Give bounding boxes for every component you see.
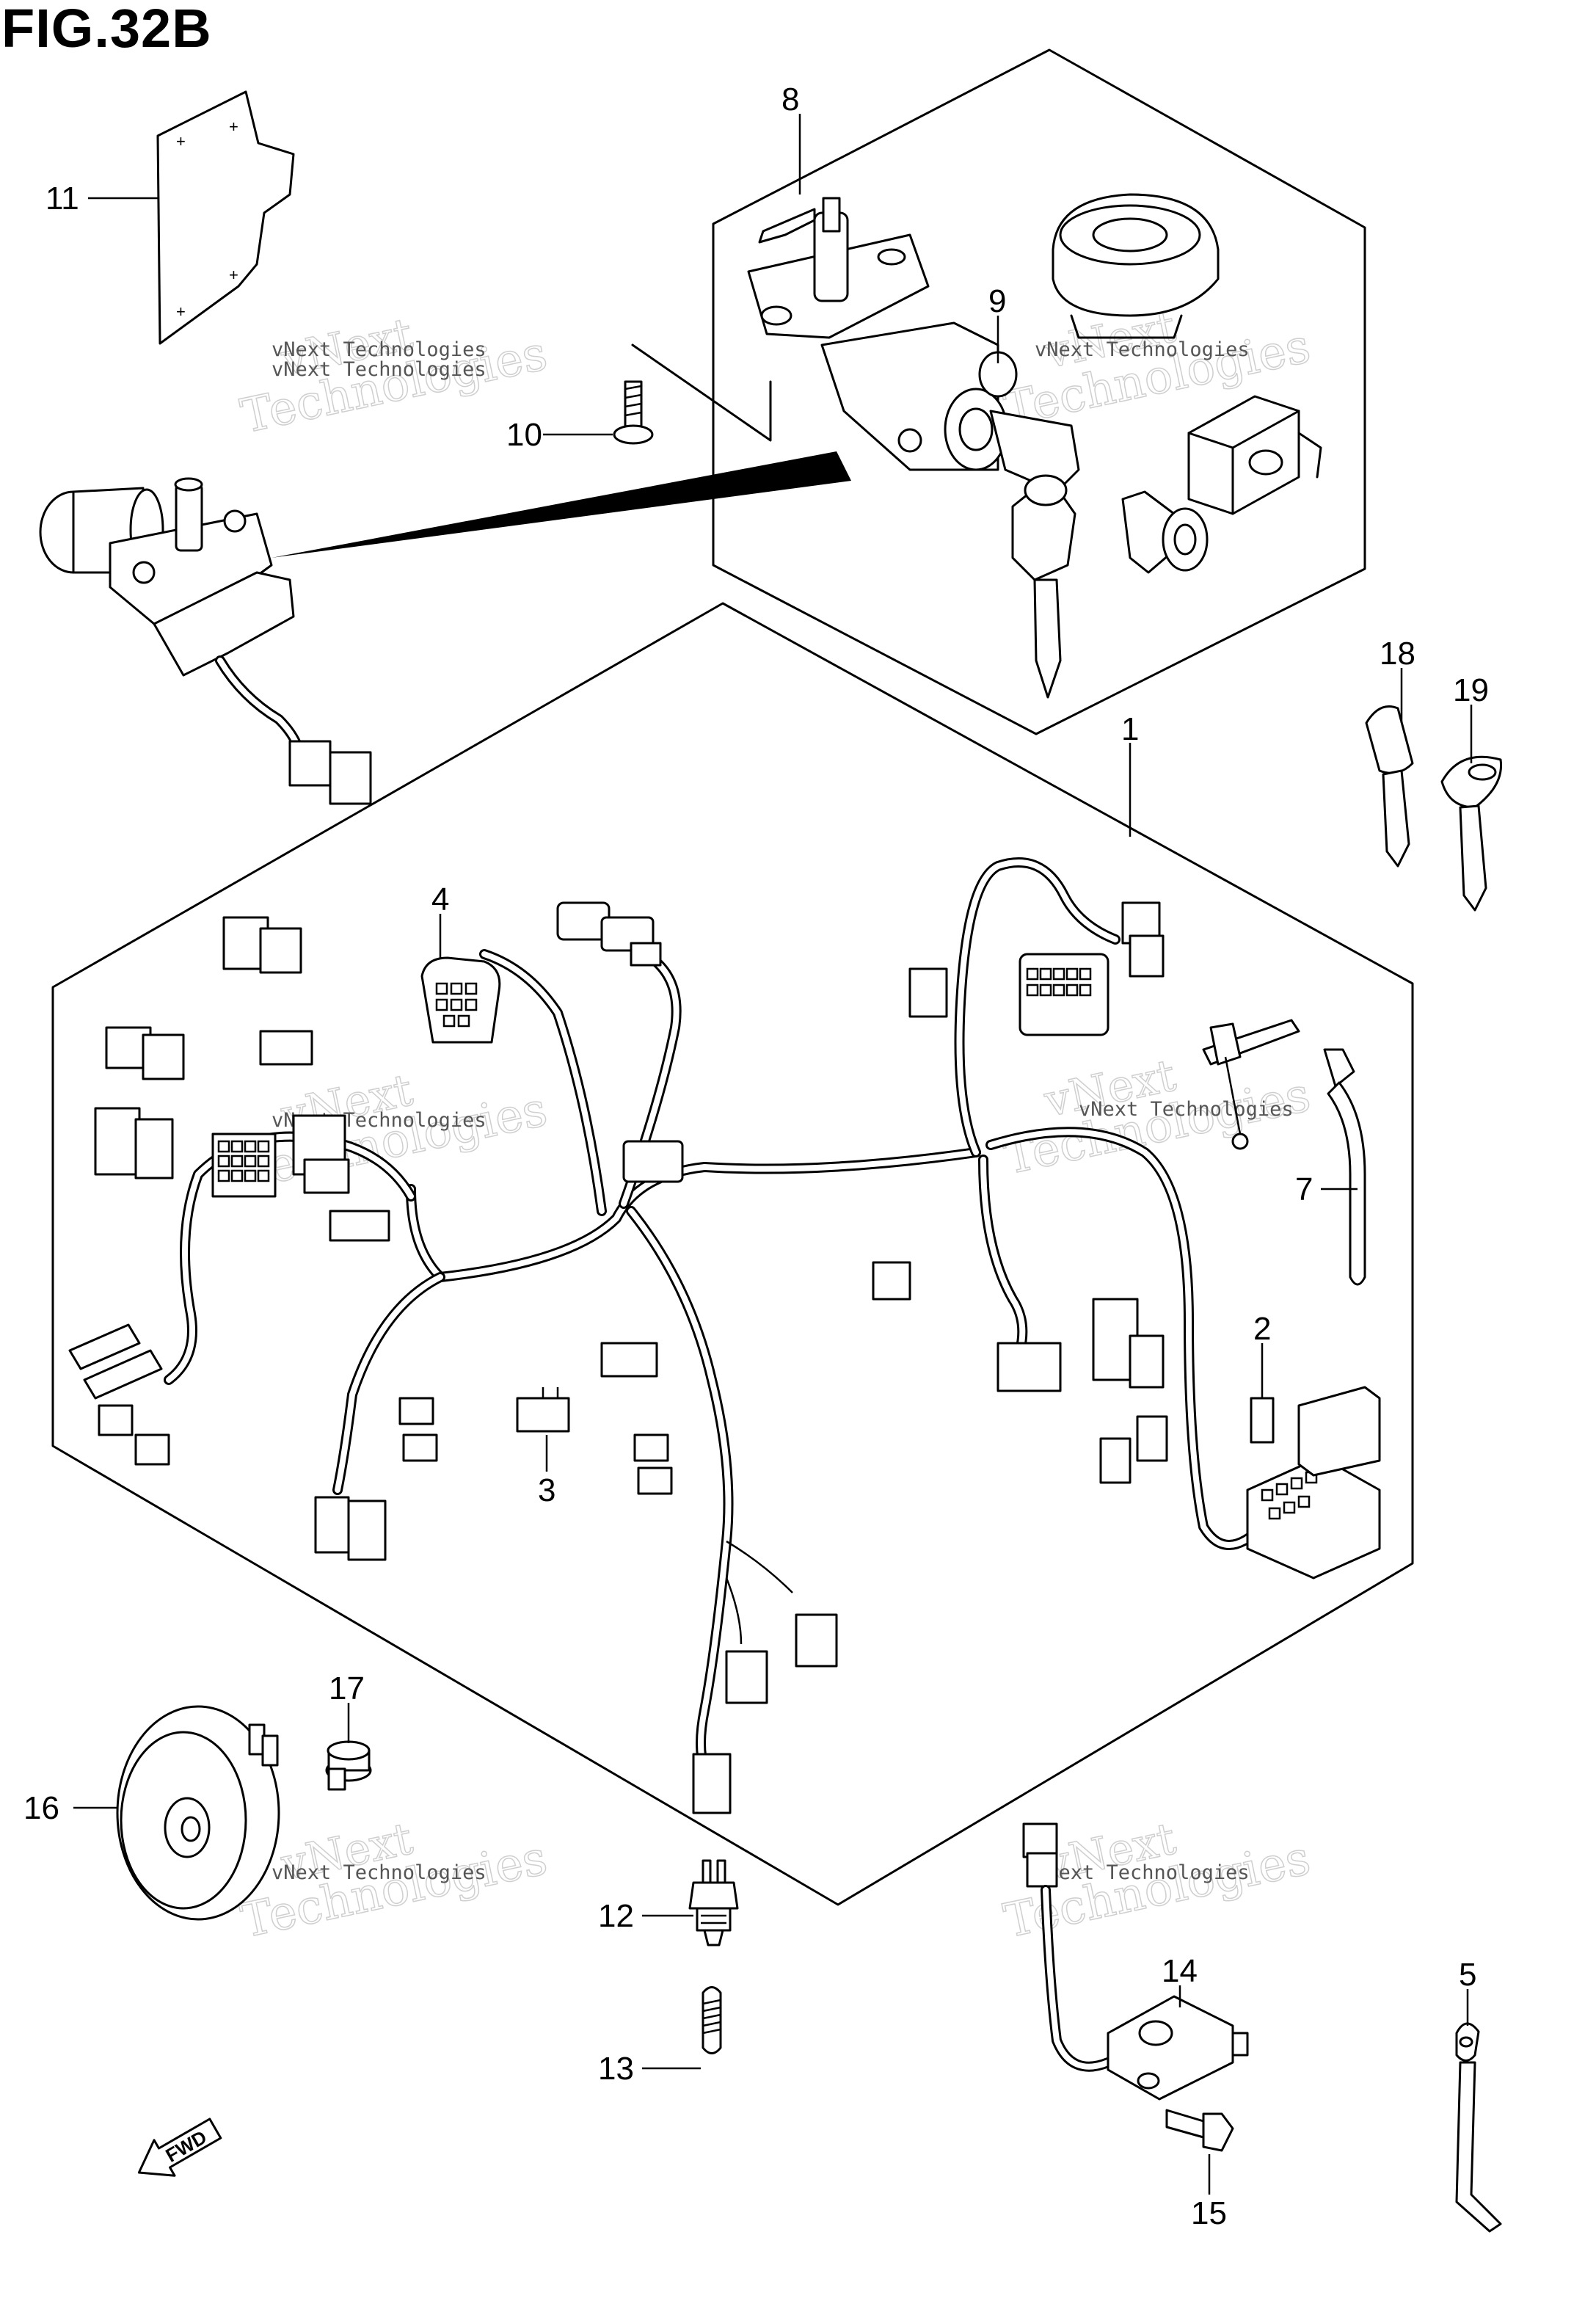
watermark-small: vNext Technologies <box>272 338 487 361</box>
watermark-small: vNext Technologies <box>272 358 487 381</box>
harness-wires <box>164 857 1267 1774</box>
callout-19: 19 <box>1453 672 1489 708</box>
watermark-small: vNext Technologies <box>1035 338 1250 361</box>
callout-16: 16 <box>23 1790 59 1826</box>
ignition-switch-part-8 <box>747 197 1080 699</box>
callout-18: 18 <box>1380 636 1415 672</box>
callout-8: 8 <box>781 81 799 117</box>
callout-numbers: 8 9 11 10 1 18 19 4 2 7 3 17 16 12 13 14… <box>23 81 1489 2231</box>
figure-title: FIG.32B <box>1 0 212 59</box>
harness-connectors <box>68 901 1168 1814</box>
bolt-part-15 <box>1165 2109 1234 2152</box>
callout-3: 3 <box>538 1472 555 1508</box>
switch-part-12 <box>688 1859 739 1946</box>
fwd-arrow: FWD <box>137 2117 222 2177</box>
callout-12: 12 <box>598 1898 634 1934</box>
svg-text:+: + <box>229 266 238 284</box>
callout-1: 1 <box>1121 711 1139 747</box>
lock-set-outline <box>712 48 1366 735</box>
fuel-cap-lock <box>1052 193 1220 339</box>
watermark-small: vNext Technologies <box>272 1861 487 1884</box>
clamp <box>1202 1019 1300 1150</box>
strap-part-5 <box>1455 2022 1502 2233</box>
watermark-small: vNext Technologies <box>1079 1098 1294 1121</box>
pointer-wedge <box>272 451 851 558</box>
svg-text:+: + <box>176 302 186 321</box>
svg-text:+: + <box>176 132 186 150</box>
sensor-part-14 <box>1022 1822 1249 2101</box>
callout-10: 10 <box>506 417 542 453</box>
callout-14: 14 <box>1162 1953 1198 1989</box>
svg-text:+: + <box>229 117 238 136</box>
callout-5: 5 <box>1459 1957 1476 1993</box>
plate-part-11: + + + + <box>156 90 295 345</box>
fuse-box-part-2 <box>1246 1386 1381 1579</box>
callout-15: 15 <box>1191 2195 1227 2231</box>
watermark-small: vNext Technologies <box>1035 1861 1250 1884</box>
leader-lines <box>73 114 1473 2195</box>
callout-7: 7 <box>1295 1171 1313 1207</box>
callout-2: 2 <box>1253 1311 1271 1347</box>
screw-part-10 <box>613 380 654 445</box>
helmet-lock <box>1121 490 1209 574</box>
horn-part-16 <box>116 1705 280 1921</box>
callout-4: 4 <box>431 881 449 917</box>
callout-13: 13 <box>598 2051 634 2087</box>
callout-9: 9 <box>988 283 1006 319</box>
callout-17: 17 <box>329 1671 365 1706</box>
bolt-part-17 <box>325 1740 372 1791</box>
seat-lock <box>1187 395 1322 515</box>
cable-tie-part-7 <box>1323 1048 1366 1286</box>
steering-lock-left <box>39 477 372 805</box>
screw-leader <box>631 343 772 442</box>
spring-part-13 <box>702 1986 722 2054</box>
key-part-18 <box>1365 705 1414 868</box>
callout-11: 11 <box>45 181 79 217</box>
harness-outline <box>51 602 1414 1906</box>
key-part-19 <box>1440 755 1503 912</box>
